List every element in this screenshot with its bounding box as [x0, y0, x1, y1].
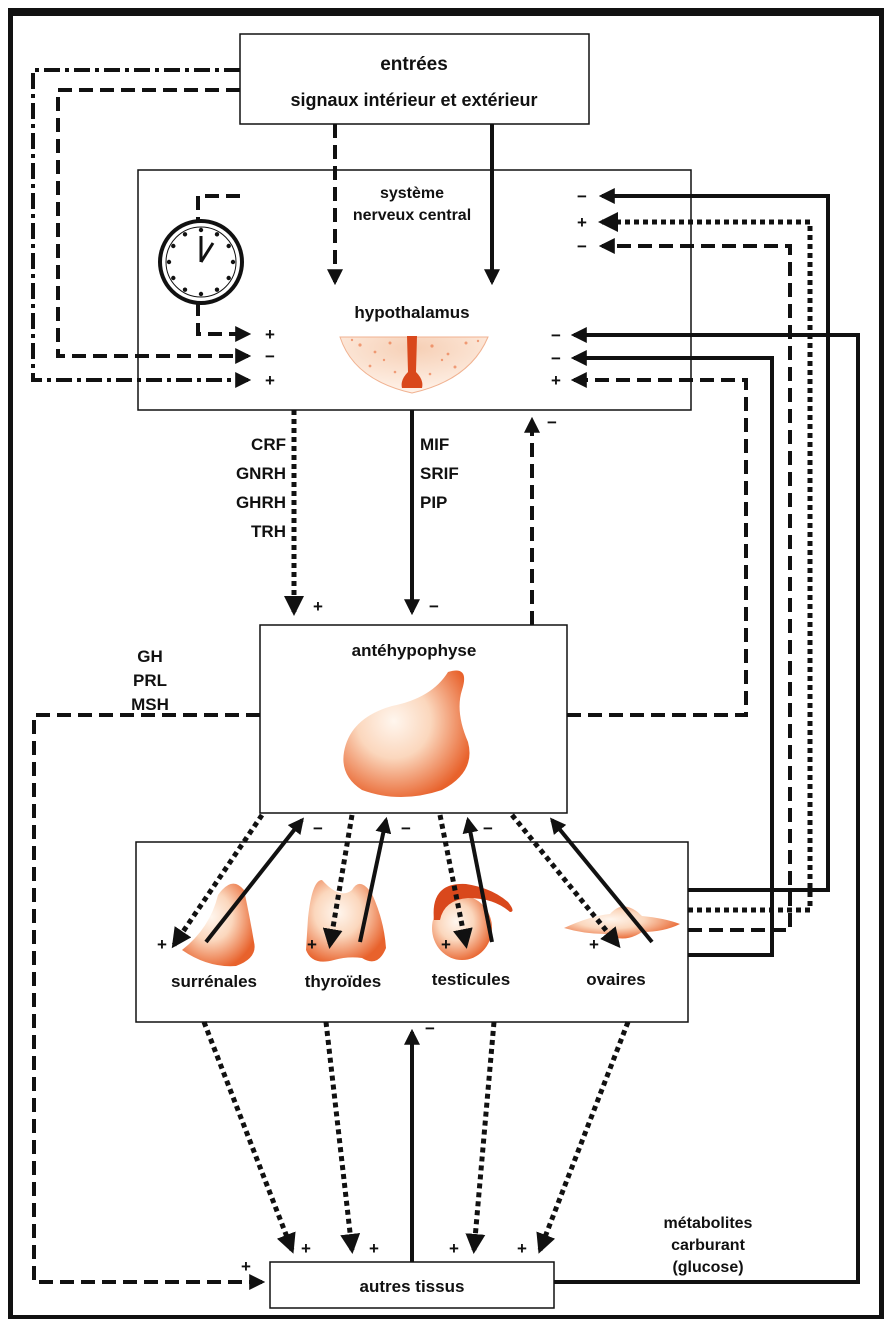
hormone-ghrh: GHRH	[236, 493, 286, 512]
cns-subtitle: nerveux central	[353, 207, 471, 224]
input-arrow-inner	[56, 88, 252, 364]
ovary-image	[564, 906, 680, 939]
sign-tissues-plus-3: +	[449, 1239, 459, 1258]
sign-cns-plus: +	[577, 213, 587, 232]
stim-testes	[437, 814, 473, 949]
adrenals-label: surrénales	[171, 972, 257, 991]
tissues-box	[269, 1261, 555, 1309]
testes-label: testicules	[432, 970, 510, 989]
sign-releasing-plus: +	[313, 597, 323, 616]
stim-adrenals	[171, 813, 265, 949]
hormone-mif: MIF	[420, 435, 449, 454]
thyroids-label: thyroïdes	[305, 972, 382, 991]
metabolites-line1: métabolites	[664, 1215, 753, 1232]
pituitary-label: antéhypophyse	[352, 641, 477, 660]
feedback-metabolites	[554, 327, 860, 1284]
sign-tissues-plus-1: +	[301, 1239, 311, 1258]
cns-title: système	[380, 185, 444, 202]
sign-ovaries-plus: +	[589, 935, 599, 954]
feedback-dashed	[598, 238, 792, 932]
hormone-trh: TRH	[251, 522, 286, 541]
sign-tissues-feedback-minus: −	[425, 1019, 435, 1038]
sign-input-plus: +	[265, 371, 275, 390]
input-arrow-outer	[31, 68, 252, 388]
feedback-ovaries	[549, 817, 654, 944]
sign-tissues-plus-2: +	[369, 1239, 379, 1258]
stim-ovaries	[510, 813, 621, 949]
sign-testes-minus: −	[483, 819, 493, 838]
clock-arrow	[196, 302, 252, 342]
pituitary-image	[343, 670, 470, 797]
hormone-gh: GH	[137, 647, 163, 666]
sign-testes-plus: +	[441, 935, 451, 954]
hormone-srif: SRIF	[420, 464, 459, 483]
sign-input-minus: −	[265, 347, 275, 366]
adrenals-to-tissues	[201, 1021, 296, 1254]
sign-gh-plus: +	[241, 1257, 251, 1276]
sign-hypo-minus-1: −	[551, 326, 561, 345]
sign-cns-minus-1: −	[577, 187, 587, 206]
hormone-crf: CRF	[251, 435, 286, 454]
sign-inhibiting-minus: −	[429, 597, 439, 616]
metabolites-line3: (glucose)	[672, 1259, 743, 1276]
sign-pituitary-feedback-minus: −	[547, 413, 557, 432]
feedback-pituitary	[567, 372, 748, 717]
tissues-label: autres tissus	[360, 1277, 465, 1296]
inputs-subtitle: signaux intérieur et extérieur	[290, 90, 537, 110]
sign-cns-minus-2: −	[577, 237, 587, 256]
sign-thyroids-plus: +	[307, 935, 317, 954]
inputs-title: entrées	[380, 54, 448, 75]
sign-hypo-minus-2: −	[551, 349, 561, 368]
inputs-box	[239, 33, 590, 125]
feedback-glands-solid	[570, 350, 774, 957]
sign-hypo-plus: +	[551, 371, 561, 390]
sign-clock-plus: +	[265, 325, 275, 344]
hypothalamus-image	[339, 336, 489, 394]
hypothalamus-label: hypothalamus	[354, 303, 469, 322]
sign-adrenals-plus: +	[157, 935, 167, 954]
sign-thyroids-minus: −	[401, 819, 411, 838]
hormone-prl: PRL	[133, 671, 167, 690]
hormone-pip: PIP	[420, 493, 447, 512]
sign-adrenals-minus: −	[313, 819, 323, 838]
clock-link-top	[196, 194, 240, 222]
ovaries-label: ovaires	[586, 970, 646, 989]
metabolites-line2: carburant	[671, 1237, 745, 1254]
ovaries-to-tissues	[536, 1021, 631, 1254]
feedback-adrenals	[204, 817, 304, 944]
clock-icon	[158, 219, 244, 305]
gh-prl-msh-arrow	[32, 713, 266, 1290]
feedback-dotted	[598, 212, 813, 913]
hormone-msh: MSH	[131, 695, 169, 714]
thyroids-to-tissues	[323, 1021, 361, 1254]
outer-frame	[8, 8, 884, 1319]
testes-to-tissues	[465, 1021, 497, 1254]
feedback-outer-solid	[598, 188, 830, 892]
hormone-gnrh: GNRH	[236, 464, 286, 483]
sign-tissues-plus-4: +	[517, 1239, 527, 1258]
stim-thyroids	[322, 814, 355, 949]
feedback-testes	[462, 816, 494, 943]
feedback-thyroids	[358, 816, 392, 943]
